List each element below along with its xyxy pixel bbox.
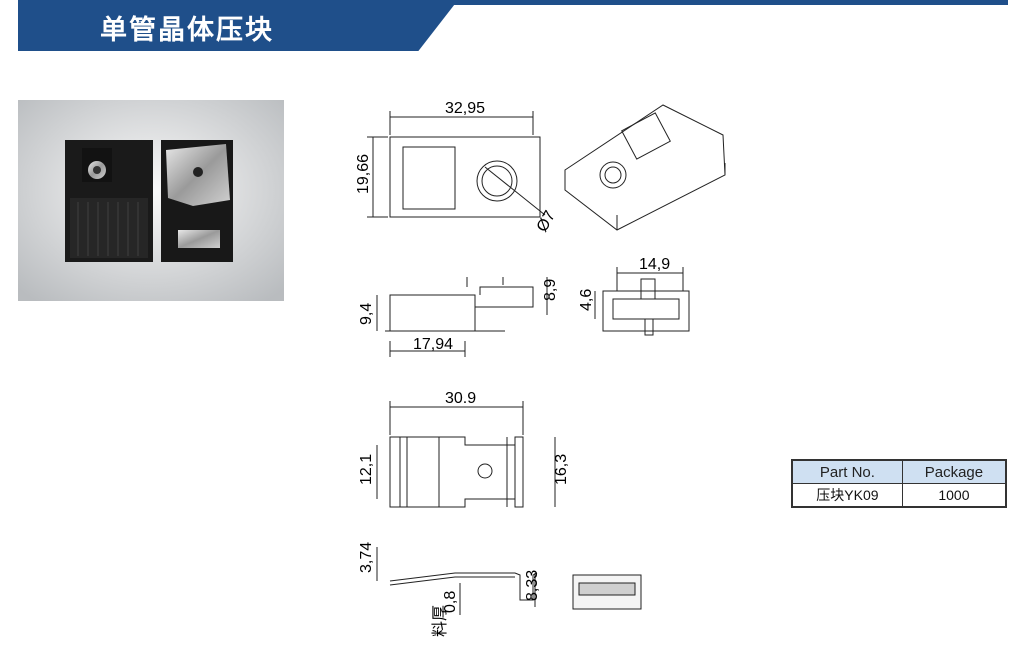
- technical-drawing: 32,95 19,66 Ø7 9,4 8,9 17,94 14,9 4,6 30…: [355, 100, 726, 637]
- column-header: Package: [901, 459, 1007, 484]
- dim-side-height: 9,4: [358, 303, 375, 325]
- header-rule: [430, 0, 1008, 5]
- dim-end-width: 14,9: [639, 256, 670, 273]
- product-photo: [18, 100, 284, 301]
- page-title: 单管晶体压块: [100, 15, 274, 46]
- dim-top-width: 32,95: [445, 100, 485, 117]
- header-banner: [18, 0, 458, 51]
- dim-side-right-height: 8,9: [542, 279, 559, 301]
- part-number-cell: 压块YK09: [791, 483, 903, 508]
- column-header: Part No.: [791, 459, 903, 484]
- dim-hole-diameter: Ø7: [534, 208, 559, 235]
- dim-plate-width: 30.9: [445, 390, 476, 407]
- dim-profile-top: 3,74: [358, 542, 375, 573]
- spec-table: Part No. Package 压块YK09 1000: [791, 459, 1007, 508]
- dim-profile-thickness-label: 料厚: [431, 605, 449, 637]
- table-row: 压块YK09 1000: [791, 483, 1007, 508]
- dim-plate-right-height: 16,3: [553, 454, 570, 485]
- dim-side-width: 17,94: [413, 336, 453, 353]
- dim-profile-height: 8,33: [524, 570, 541, 601]
- dim-profile-thickness: 0,8: [442, 591, 459, 613]
- dim-end-height: 4,6: [578, 289, 595, 311]
- package-cell: 1000: [901, 483, 1007, 508]
- dim-top-height: 19,66: [355, 154, 372, 194]
- dim-plate-left-height: 12,1: [358, 454, 375, 485]
- table-header-row: Part No. Package: [791, 459, 1007, 484]
